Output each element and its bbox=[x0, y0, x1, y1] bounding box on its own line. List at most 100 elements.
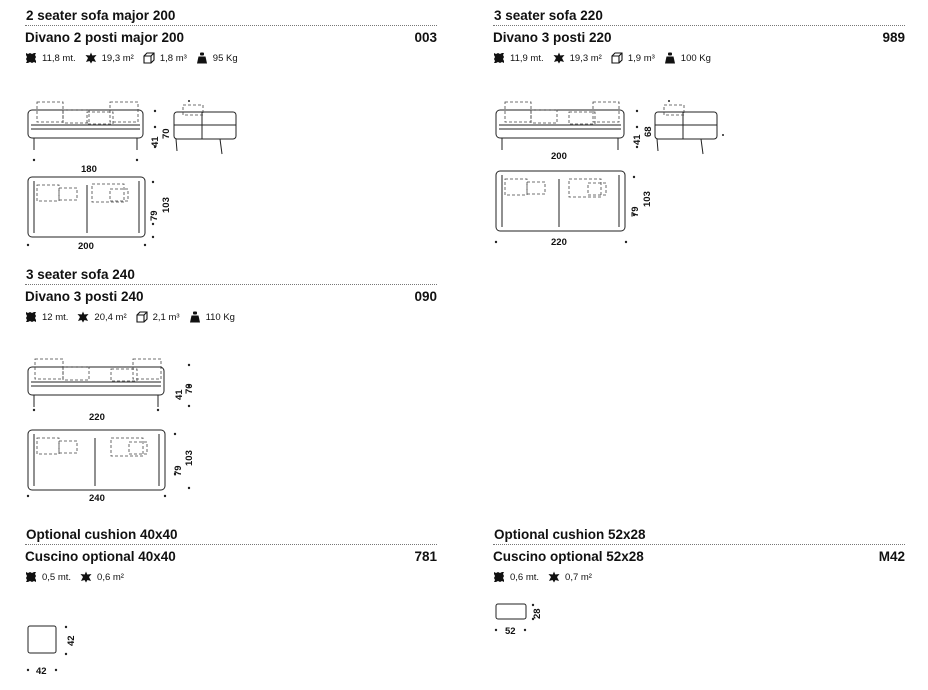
dim-width: 42 bbox=[36, 666, 47, 677]
weight-icon bbox=[196, 52, 208, 64]
spec-weight: 95 Kg bbox=[196, 52, 238, 64]
spec-value: 19,3 m² bbox=[101, 52, 134, 64]
leather-icon bbox=[77, 311, 89, 323]
product-code: M42 bbox=[878, 549, 905, 564]
weight-icon bbox=[664, 52, 676, 64]
spec-value: 95 Kg bbox=[212, 52, 238, 64]
dim-total-height: 70 bbox=[161, 128, 172, 139]
spec-leather: 19,3 m² bbox=[85, 52, 134, 64]
leather-icon bbox=[85, 52, 97, 64]
fabric-icon bbox=[493, 52, 505, 64]
fabric-icon bbox=[493, 571, 505, 583]
product-header: Cuscino optional 52x28 M42 bbox=[493, 548, 905, 568]
dim-width: 220 bbox=[89, 412, 105, 423]
product-code: 781 bbox=[414, 549, 437, 564]
leather-icon bbox=[553, 52, 565, 64]
spec-volume: 1,8 m³ bbox=[143, 52, 187, 64]
product-title-it: Divano 3 posti 220 bbox=[493, 30, 612, 45]
volume-icon bbox=[611, 52, 623, 64]
product-title-en: Optional cushion 52x28 bbox=[493, 526, 905, 545]
dim-width: 52 bbox=[505, 626, 516, 637]
dim-total-height: 70 bbox=[184, 383, 195, 394]
spec-value: 110 Kg bbox=[205, 311, 235, 323]
spec-list: 11,8 mt. 19,3 m² 1,8 m³ 95 Kg bbox=[25, 51, 437, 65]
front-view: 220 41 70 bbox=[27, 358, 195, 423]
technical-drawing: 180 41 70 79 103 200 bbox=[26, 100, 237, 252]
product-block: 3 seater sofa 220 Divano 3 posti 220 989… bbox=[493, 7, 905, 248]
spec-value: 1,9 m³ bbox=[627, 52, 655, 64]
leather-icon bbox=[80, 571, 92, 583]
technical-drawing: 200 41 68 79 103 220 bbox=[494, 100, 724, 248]
spec-value: 19,3 m² bbox=[569, 52, 602, 64]
spec-value: 0,6 mt. bbox=[510, 571, 540, 583]
product-block: 2 seater sofa major 200 Divano 2 posti m… bbox=[25, 7, 437, 252]
top-view: 79 103 200 bbox=[26, 176, 172, 252]
dim-total-depth: 103 bbox=[161, 197, 172, 213]
spec-fabric: 0,6 mt. bbox=[493, 571, 539, 583]
product-title-en: 3 seater sofa 240 bbox=[25, 266, 437, 285]
technical-drawing: 28 52 bbox=[494, 603, 543, 637]
spec-weight: 110 Kg bbox=[189, 311, 235, 323]
side-view bbox=[654, 100, 724, 155]
fabric-icon bbox=[25, 52, 37, 64]
front-view: 200 41 68 bbox=[495, 101, 654, 162]
spec-value: 20,4 m² bbox=[94, 311, 127, 323]
top-view: 79 103 240 bbox=[26, 429, 195, 504]
spec-leather: 20,4 m² bbox=[77, 311, 127, 323]
dim-top-width: 220 bbox=[551, 237, 567, 248]
spec-fabric: 12 mt. bbox=[25, 311, 68, 323]
product-title-en: 2 seater sofa major 200 bbox=[25, 7, 437, 26]
product-code: 090 bbox=[414, 289, 437, 304]
product-title-it: Divano 3 posti 240 bbox=[25, 289, 144, 304]
spec-value: 2,1 m³ bbox=[152, 311, 180, 323]
spec-list: 11,9 mt. 19,3 m² 1,9 m³ 100 Kg bbox=[493, 51, 905, 65]
dim-seat-height: 41 bbox=[150, 136, 161, 147]
dim-height: 28 bbox=[532, 608, 543, 619]
spec-volume: 1,9 m³ bbox=[611, 52, 655, 64]
spec-fabric: 0,5 mt. bbox=[25, 571, 71, 583]
dim-width: 180 bbox=[81, 164, 97, 175]
spec-leather: 19,3 m² bbox=[553, 52, 602, 64]
weight-icon bbox=[189, 311, 201, 323]
spec-value: 0,7 m² bbox=[565, 571, 592, 583]
product-code: 003 bbox=[414, 30, 437, 45]
dim-seat-height: 41 bbox=[174, 389, 185, 400]
product-header: Divano 3 posti 240 090 bbox=[25, 288, 437, 308]
product-title-en: Optional cushion 40x40 bbox=[25, 526, 437, 545]
spec-value: 11,9 mt. bbox=[510, 52, 544, 64]
product-block: Optional cushion 52x28 Cuscino optional … bbox=[493, 526, 905, 637]
product-block: 3 seater sofa 240 Divano 3 posti 240 090… bbox=[25, 266, 437, 504]
product-title-en: 3 seater sofa 220 bbox=[493, 7, 905, 26]
spec-fabric: 11,8 mt. bbox=[25, 52, 76, 64]
volume-icon bbox=[136, 311, 148, 323]
fabric-icon bbox=[25, 311, 37, 323]
product-title-it: Divano 2 posti major 200 bbox=[25, 30, 185, 45]
technical-drawing: 220 41 70 79 103 240 bbox=[26, 358, 195, 504]
spec-volume: 2,1 m³ bbox=[136, 311, 180, 323]
spec-leather: 0,6 m² bbox=[80, 571, 124, 583]
fabric-icon bbox=[25, 571, 37, 583]
volume-icon bbox=[143, 52, 155, 64]
spec-value: 12 mt. bbox=[42, 311, 69, 323]
spec-fabric: 11,9 mt. bbox=[493, 52, 544, 64]
product-block: Optional cushion 40x40 Cuscino optional … bbox=[25, 526, 437, 677]
top-view: 79 103 220 bbox=[494, 170, 653, 248]
spec-value: 0,6 m² bbox=[97, 571, 124, 583]
dim-total-depth: 103 bbox=[642, 191, 653, 207]
side-view bbox=[173, 100, 237, 155]
front-view: 180 41 70 bbox=[27, 101, 172, 175]
dim-top-width: 240 bbox=[89, 493, 105, 504]
spec-value: 100 Kg bbox=[680, 52, 711, 64]
product-header: Cuscino optional 40x40 781 bbox=[25, 548, 437, 568]
product-header: Divano 2 posti major 200 003 bbox=[25, 29, 437, 49]
dim-seat-depth: 79 bbox=[149, 210, 160, 221]
spec-value: 11,8 mt. bbox=[42, 52, 76, 64]
dim-top-width: 200 bbox=[78, 241, 94, 252]
dim-height: 42 bbox=[66, 635, 77, 646]
technical-drawing: 42 42 bbox=[26, 625, 77, 677]
spec-leather: 0,7 m² bbox=[548, 571, 592, 583]
leather-icon bbox=[548, 571, 560, 583]
product-title-it: Cuscino optional 52x28 bbox=[493, 549, 644, 564]
product-title-it: Cuscino optional 40x40 bbox=[25, 549, 176, 564]
dim-total-height: 68 bbox=[643, 126, 654, 137]
